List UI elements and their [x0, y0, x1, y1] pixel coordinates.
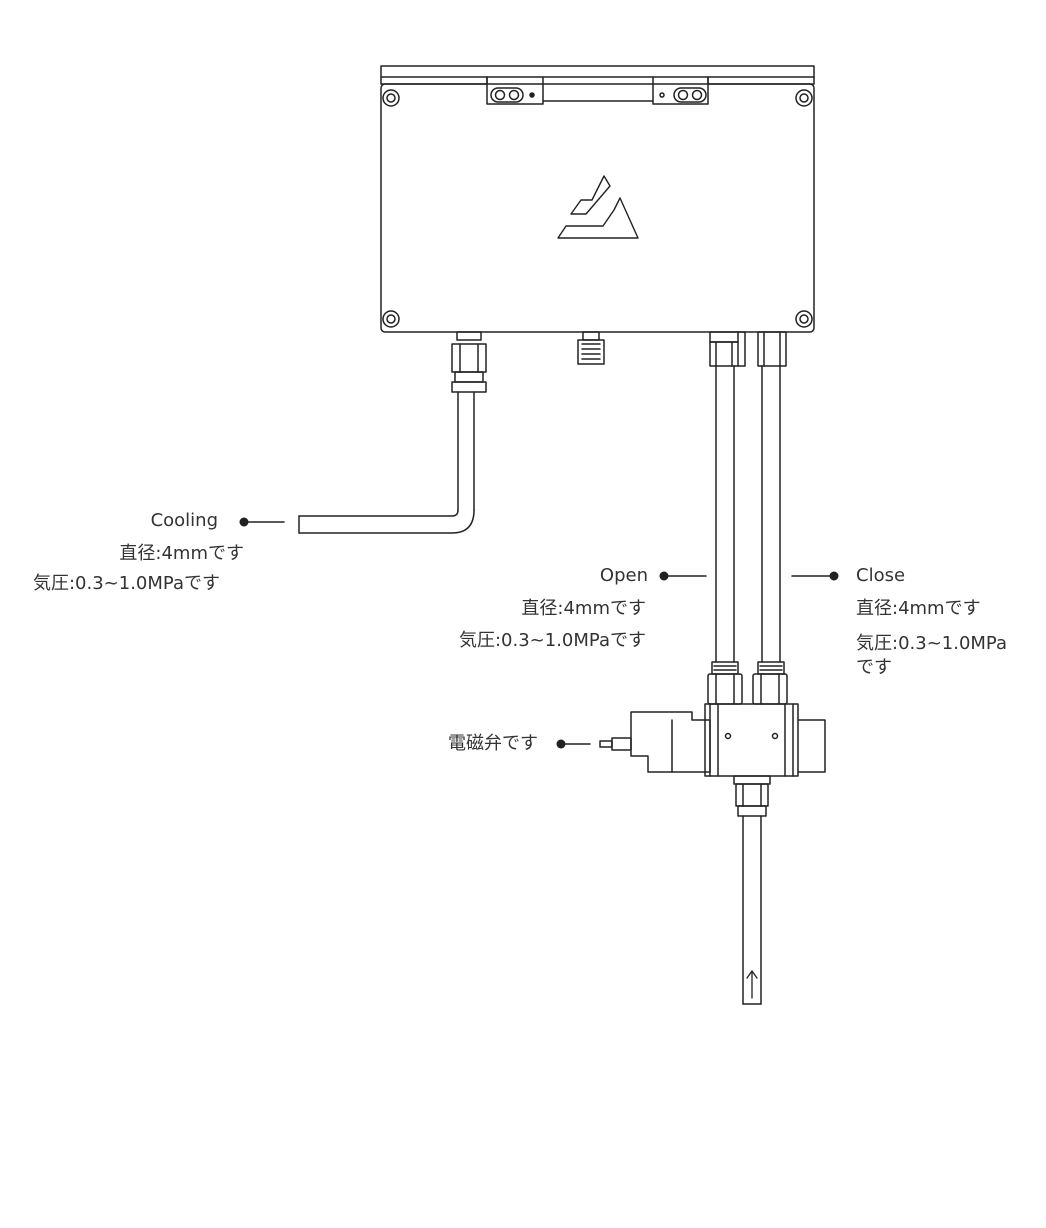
valve-body [704, 703, 799, 777]
right-bracket-clamp [652, 76, 709, 105]
box-body [380, 83, 815, 333]
open-tube [707, 331, 746, 705]
corner-screw-icon [382, 89, 400, 107]
cooling-pressure: 気圧:0.3~1.0MPaです [32, 573, 220, 594]
open-label: Open [599, 565, 648, 586]
brand-logo-icon [557, 175, 639, 239]
valve-coil [630, 711, 711, 773]
close-label: Close [856, 565, 906, 586]
solenoid-label: 電磁弁です [448, 733, 538, 754]
hex-nut [451, 343, 487, 373]
close-tube [752, 331, 788, 705]
close-pressure: 気圧:0.3~1.0MPa [856, 633, 1008, 654]
corner-screw-icon [382, 310, 400, 328]
bracket-bolt-icon [659, 87, 707, 103]
close-pressure-suffix: です [856, 657, 892, 678]
solenoid-leader-dot [556, 739, 566, 749]
bracket-bolt-icon [490, 87, 535, 103]
corner-screw-icon [795, 310, 813, 328]
fitting-base [456, 331, 482, 341]
up-arrow-icon [746, 970, 758, 999]
electrical-connector [577, 331, 605, 365]
open-leader-dot [659, 571, 669, 581]
left-bracket-clamp [486, 76, 544, 105]
cooling-label: Cooling [150, 510, 218, 531]
open-pressure: 気圧:0.3~1.0MPaです [458, 630, 646, 651]
control-box [380, 65, 815, 333]
corner-screw-icon [795, 89, 813, 107]
cooling-diameter: 直径:4mmです [119, 543, 244, 564]
cooling-tube [298, 331, 487, 534]
leader-lines [243, 521, 835, 745]
right-bracket-plate [707, 76, 815, 85]
left-bracket-plate [380, 76, 488, 85]
solenoid-valve [599, 703, 826, 1005]
close-leader-dot [829, 571, 839, 581]
close-diameter: 直径:4mmです [856, 598, 981, 619]
open-diameter: 直径:4mmです [521, 598, 646, 619]
mounting-bracket-bar [380, 65, 815, 78]
cooling-leader-dot [239, 517, 249, 527]
